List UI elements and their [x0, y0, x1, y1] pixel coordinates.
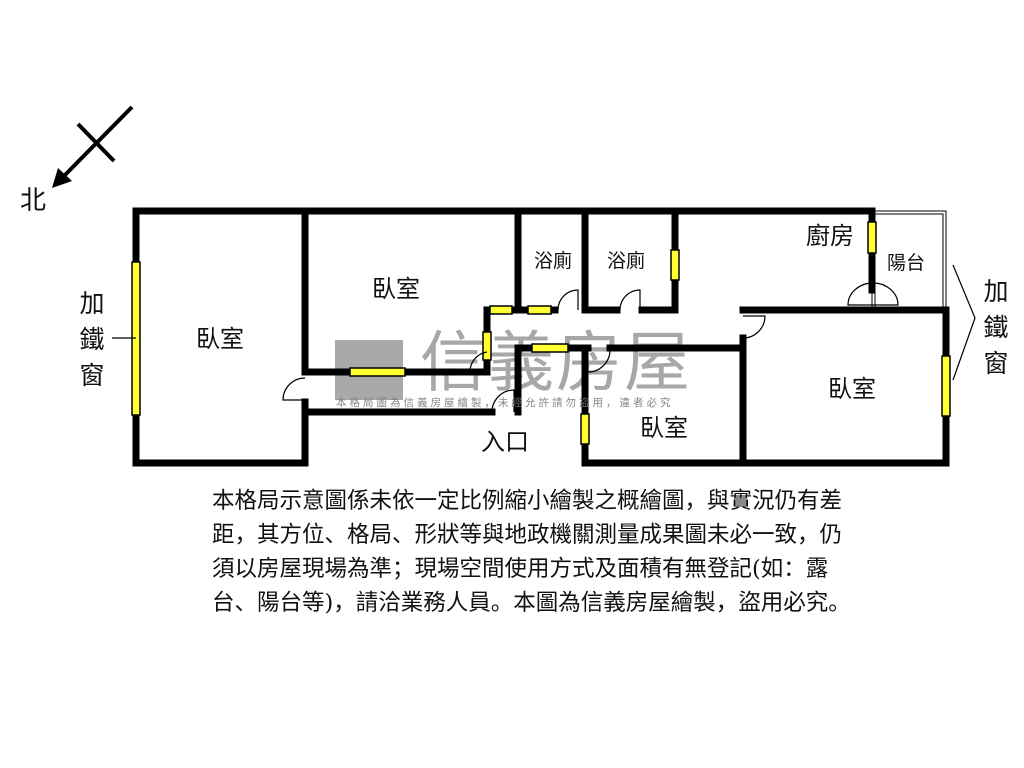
room-balcony: 陽台 — [887, 252, 926, 274]
window — [941, 355, 951, 417]
window — [867, 221, 877, 254]
room-bath-1: 浴廁 — [534, 250, 573, 272]
window — [349, 367, 406, 377]
room-bedroom-west: 臥室 — [196, 325, 244, 353]
disclaimer-text: 本格局示意圖係未依一定比例縮小繪製之概繪圖，與實況仍有差距，其方位、格局、形狀等… — [212, 488, 851, 616]
leader-line — [952, 264, 976, 381]
door-icon — [742, 315, 766, 339]
room-bath-2: 浴廁 — [607, 250, 646, 272]
window — [527, 305, 552, 315]
door-icon — [469, 351, 488, 373]
door-icon — [557, 289, 579, 311]
watermark-brand: 信義房屋 — [420, 324, 692, 401]
door-icon — [587, 349, 611, 373]
arrow-head-icon — [52, 168, 72, 188]
door-icon — [619, 289, 641, 311]
entrance-label: 入口 — [481, 428, 529, 456]
compass-cross — [76, 122, 116, 163]
room-bedroom-north: 臥室 — [372, 275, 420, 303]
window — [531, 343, 569, 353]
room-bedroom-east: 臥室 — [828, 375, 876, 403]
window — [580, 413, 590, 445]
door-icon — [491, 389, 515, 413]
room-bedroom-small: 臥室 — [640, 414, 688, 442]
door-icon — [847, 282, 899, 306]
room-kitchen: 廚房 — [806, 222, 854, 250]
doors — [112, 264, 976, 413]
window — [482, 331, 492, 361]
iron-window-label-left: 加鐵窗 — [79, 289, 105, 390]
compass — [52, 105, 134, 188]
door-icon — [282, 377, 306, 401]
window — [670, 249, 680, 281]
watermark-notice: 本格局圖為信義房屋繪製，未經允許請勿盜用，違者必究 — [336, 397, 674, 409]
window — [489, 305, 513, 315]
north-label: 北 — [20, 186, 47, 216]
iron-window-label-right: 加鐵窗 — [983, 277, 1009, 378]
balcony-outline — [871, 210, 947, 311]
